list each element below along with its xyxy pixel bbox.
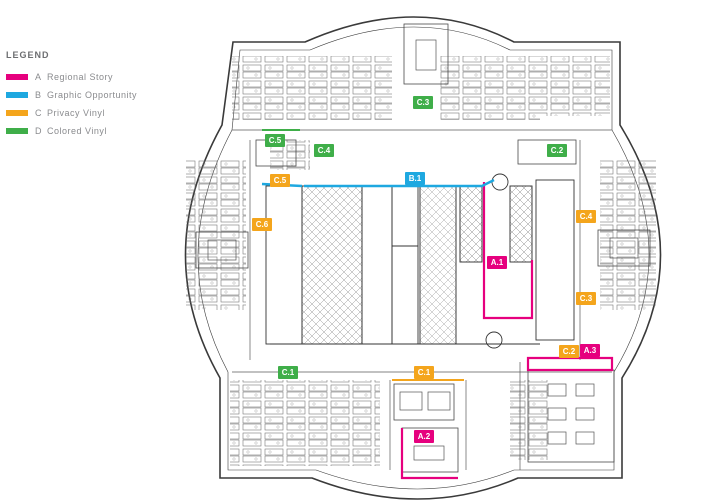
building-core: [265, 173, 575, 349]
callout-c1[interactable]: C.1: [414, 366, 434, 379]
legend-label: Colored Vinyl: [47, 126, 107, 136]
callout-a2[interactable]: A.2: [414, 430, 434, 443]
workstations: [186, 56, 656, 466]
callout-c2[interactable]: C.2: [559, 345, 579, 358]
callout-a3[interactable]: A.3: [580, 344, 600, 357]
legend-item-graphic-opportunity: B Graphic Opportunity: [6, 86, 176, 104]
legend-letter: B: [35, 90, 42, 100]
callout-d1[interactable]: C.1: [278, 366, 298, 379]
callout-d4[interactable]: C.4: [314, 144, 334, 157]
legend: LEGEND A Regional Story B Graphic Opport…: [6, 50, 176, 140]
legend-swatch-orange: [6, 110, 28, 116]
legend-item-regional-story: A Regional Story: [6, 68, 176, 86]
graphic-opportunity-line: [261, 178, 495, 188]
regional-story-lines: [400, 182, 614, 480]
callout-a1[interactable]: A.1: [487, 256, 507, 269]
legend-letter: A: [35, 72, 42, 82]
legend-swatch-magenta: [6, 74, 28, 80]
callout-c5[interactable]: C.5: [270, 174, 290, 187]
callout-c4[interactable]: C.4: [576, 210, 596, 223]
legend-letter: C: [35, 108, 42, 118]
callout-b1[interactable]: B.1: [405, 172, 425, 185]
legend-letter: D: [35, 126, 42, 136]
legend-swatch-green: [6, 128, 28, 134]
callout-d3[interactable]: C.3: [413, 96, 433, 109]
legend-swatch-blue: [6, 92, 28, 98]
legend-label: Privacy Vinyl: [47, 108, 105, 118]
meeting-tables: [207, 39, 639, 461]
legend-item-privacy-vinyl: C Privacy Vinyl: [6, 104, 176, 122]
callout-c3[interactable]: C.3: [576, 292, 596, 305]
callout-d2[interactable]: C.2: [547, 144, 567, 157]
callout-d5[interactable]: C.5: [265, 134, 285, 147]
callout-c6[interactable]: C.6: [252, 218, 272, 231]
legend-label: Regional Story: [47, 72, 114, 82]
legend-label: Graphic Opportunity: [47, 90, 138, 100]
legend-item-colored-vinyl: D Colored Vinyl: [6, 122, 176, 140]
legend-title: LEGEND: [6, 50, 50, 60]
